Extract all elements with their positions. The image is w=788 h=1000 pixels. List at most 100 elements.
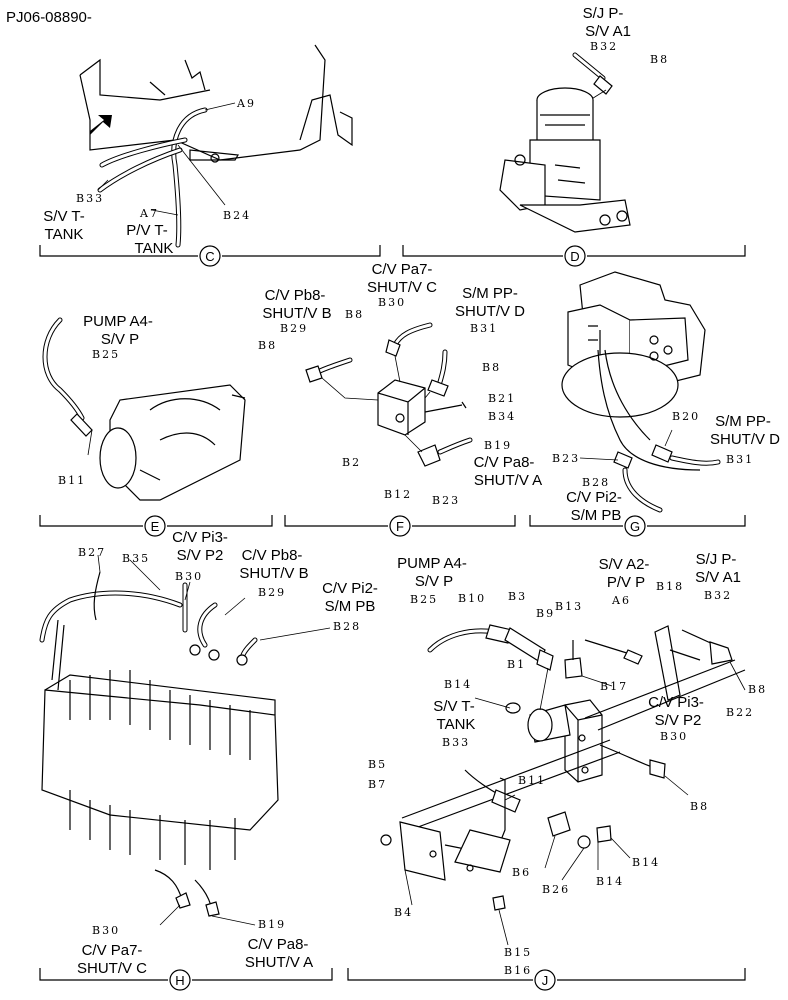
part-b8-d: B8	[650, 53, 669, 66]
section-c-marker: C	[205, 249, 214, 264]
part-b30-h-2: B30	[92, 924, 120, 937]
part-a6-j: A6	[611, 594, 631, 607]
part-b18-j: B18	[656, 580, 684, 593]
part-b29-h: B29	[258, 586, 286, 599]
part-b12-f: B12	[384, 488, 412, 501]
label-cv-pi3-h-2: S/V P2	[177, 547, 224, 564]
section-e-marker: E	[151, 519, 160, 534]
label-cv-pi3-h-1: C/V Pi3-	[172, 529, 228, 546]
part-b14-j-2: B14	[632, 856, 660, 869]
label-cv-pa8-h-1: C/V Pa8-	[248, 936, 309, 953]
section-g-drawing	[561, 271, 721, 513]
section-j-bracket: J	[347, 968, 746, 991]
label-sv-t-tank-2: TANK	[45, 226, 84, 243]
section-f-marker: F	[396, 519, 404, 534]
part-b2-f: B2	[342, 456, 361, 469]
part-b14-j: B14	[444, 678, 472, 691]
section-g-bracket: G	[529, 515, 746, 537]
section-h-marker: H	[175, 973, 184, 988]
part-b9-j: B9	[536, 607, 555, 620]
part-b1-j: B1	[507, 658, 526, 671]
part-b8-j: B8	[748, 683, 767, 696]
part-b35-h: B35	[122, 552, 150, 565]
part-b8-j-2: B8	[690, 800, 709, 813]
part-b33-c: B33	[76, 192, 104, 205]
document-id: PJ06-08890-	[6, 9, 92, 26]
section-e-drawing	[42, 317, 246, 501]
part-b16-j: B16	[504, 964, 532, 977]
label-pump-a4-j-1: PUMP A4-	[397, 555, 467, 572]
section-d-drawing	[499, 52, 631, 233]
label-cv-pi3-j-2: S/V P2	[655, 712, 702, 729]
part-b14-j-3: B14	[596, 875, 624, 888]
part-b8-f-2: B8	[258, 339, 277, 352]
label-pump-a4-sv-p-e-1: PUMP A4-	[83, 313, 153, 330]
part-b3-j: B3	[508, 590, 527, 603]
part-b32-j: B32	[704, 589, 732, 602]
section-j-marker: J	[542, 973, 549, 988]
section-h-drawing	[39, 554, 331, 926]
part-b34-f: B34	[488, 410, 516, 423]
section-f-drawing	[305, 322, 473, 467]
part-b11-j: B11	[518, 774, 546, 787]
part-b21-f: B21	[488, 392, 516, 405]
label-cv-pa8-1: C/V Pa8-	[474, 454, 535, 471]
part-b8-f-3: B8	[482, 361, 501, 374]
part-b30-f: B30	[378, 296, 406, 309]
label-sm-pp-g-1: S/M PP-	[715, 413, 771, 430]
section-d-marker: D	[570, 249, 579, 264]
part-b20-g: B20	[672, 410, 700, 423]
label-cv-pa8-2: SHUT/V A	[474, 472, 542, 489]
label-pv-t-tank-2: TANK	[135, 240, 174, 257]
label-cv-pi2-1: C/V Pi2-	[566, 489, 622, 506]
label-sm-pp-2: SHUT/V D	[455, 303, 525, 320]
part-b28-h: B28	[333, 620, 361, 633]
label-sm-pp-1: S/M PP-	[462, 285, 518, 302]
label-sj-sv-a1-2: S/V A1	[585, 23, 631, 40]
label-cv-pi2-h-1: C/V Pi2-	[322, 580, 378, 597]
section-c-drawing	[79, 44, 353, 248]
part-b7-j: B7	[368, 778, 387, 791]
part-b8-f-1: B8	[345, 308, 364, 321]
part-b19-f: B19	[484, 439, 512, 452]
label-cv-pb8-h-2: SHUT/V B	[239, 565, 308, 582]
label-cv-pa7-2: SHUT/V C	[367, 279, 437, 296]
label-cv-pi2-2: S/M PB	[571, 507, 622, 524]
part-b32-d: B32	[590, 40, 618, 53]
label-sj-sv-a1-j-1: S/J P-	[696, 551, 737, 568]
label-sj-sv-a1-1: S/J P-	[583, 5, 624, 22]
label-cv-pb8-2: SHUT/V B	[262, 305, 331, 322]
part-b24-c: B24	[223, 209, 251, 222]
part-b23-f: B23	[432, 494, 460, 507]
section-f-bracket: F	[284, 515, 516, 537]
label-cv-pb8-1: C/V Pb8-	[265, 287, 326, 304]
part-b5-j: B5	[368, 758, 387, 771]
part-b31-g: B31	[726, 453, 754, 466]
part-b27-h: B27	[78, 546, 106, 559]
label-pv-t-tank-1: P/V T-	[126, 222, 167, 239]
part-b13-j: B13	[555, 600, 583, 613]
label-cv-pa8-h-2: SHUT/V A	[245, 954, 313, 971]
label-cv-pa7-h-2: SHUT/V C	[77, 960, 147, 977]
section-e-bracket: E	[39, 515, 273, 537]
part-b31-f: B31	[470, 322, 498, 335]
section-h-bracket: H	[39, 968, 333, 991]
label-sv-t-tank-1: S/V T-	[43, 208, 84, 225]
part-a9-c: A9	[236, 97, 256, 110]
label-cv-pi2-h-2: S/M PB	[325, 598, 376, 615]
part-b17-j: B17	[600, 680, 628, 693]
label-sj-sv-a1-j-2: S/V A1	[695, 569, 741, 586]
part-b15-j: B15	[504, 946, 532, 959]
part-a7-c: A7	[139, 207, 159, 220]
part-b10-j: B10	[458, 592, 486, 605]
part-b25-j: B25	[410, 593, 438, 606]
label-sv-a2-1: S/V A2-	[599, 556, 650, 573]
part-b23-g: B23	[552, 452, 580, 465]
section-j-drawing	[380, 624, 746, 946]
part-b19-h: B19	[258, 918, 286, 931]
label-pump-a4-j-2: S/V P	[415, 573, 453, 590]
part-b25-e: B25	[92, 348, 120, 361]
part-b33-j: B33	[442, 736, 470, 749]
part-b26-j: B26	[542, 883, 570, 896]
part-b29-f: B29	[280, 322, 308, 335]
